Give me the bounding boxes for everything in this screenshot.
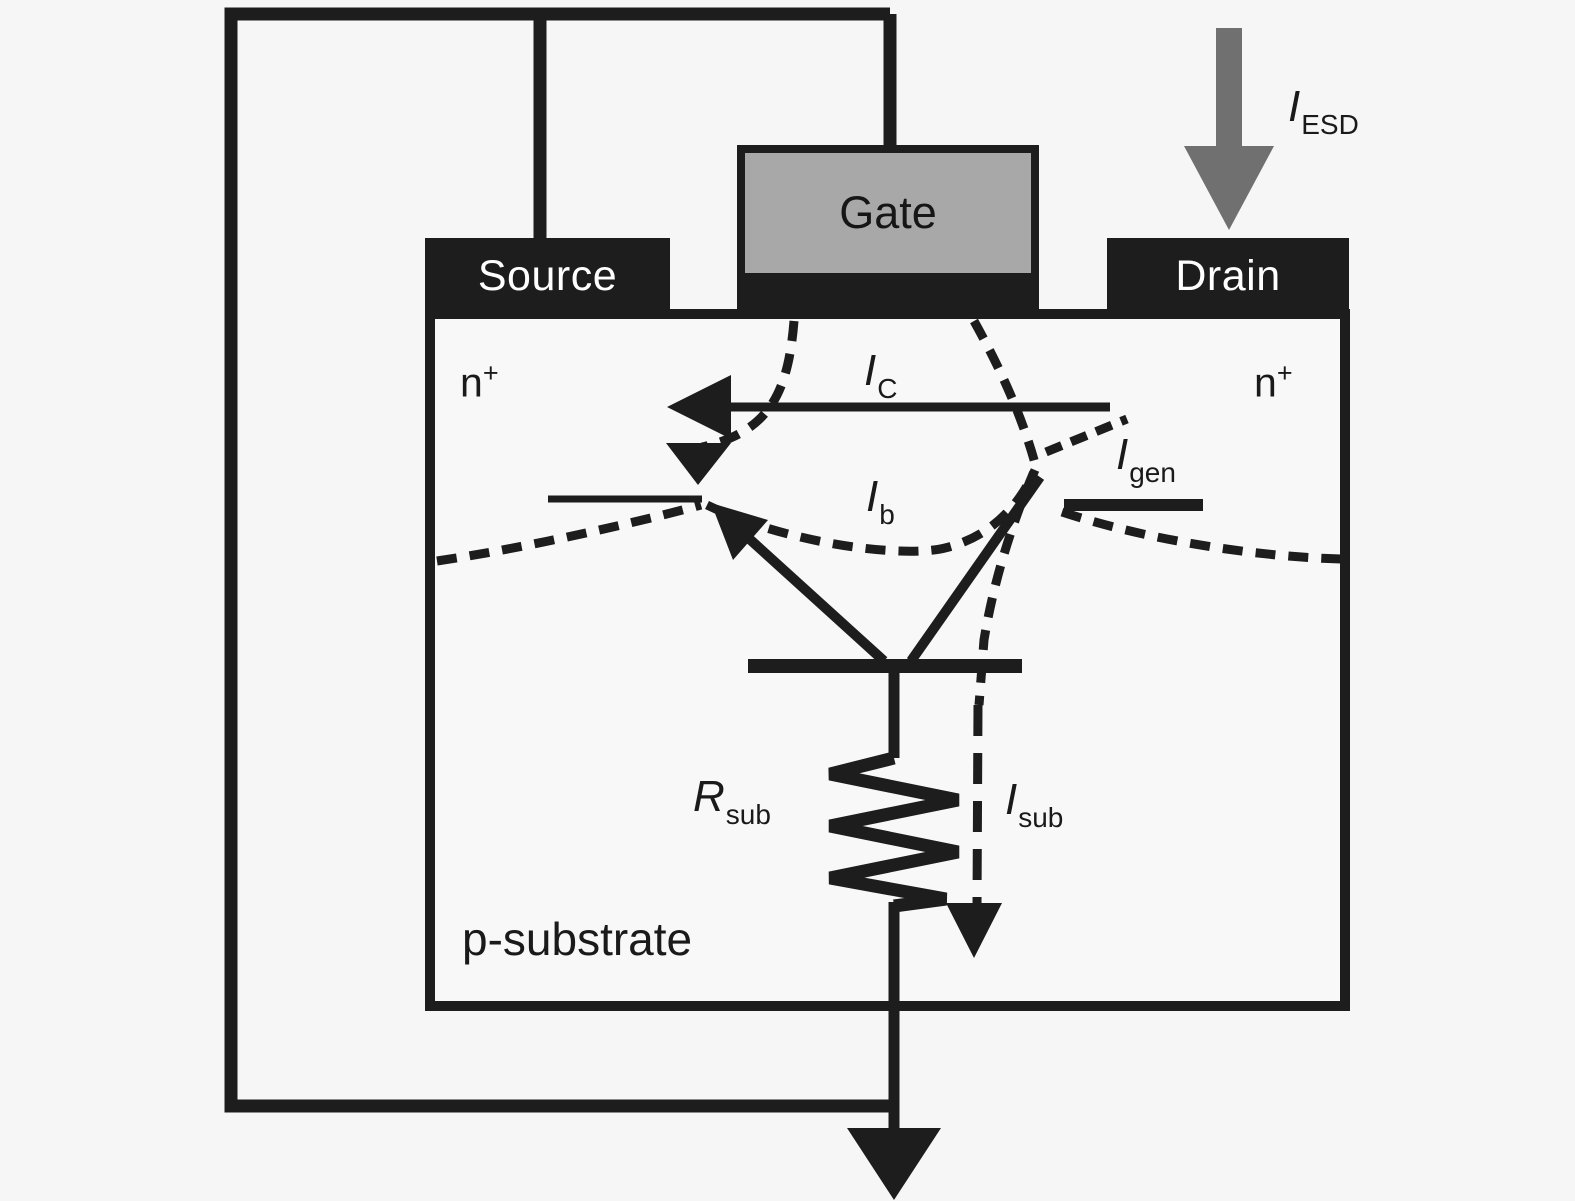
source-label: Source [477,251,618,300]
collector-current-arrow [667,375,1110,439]
bjt-emitter-arrowhead-icon [711,503,768,560]
drain-contact: Drain [1107,238,1349,314]
depletion-boundary-source [436,500,703,566]
gate-stack: Gate [737,145,1039,315]
substrate-resistor [828,751,960,913]
collector-current-label: IC [864,346,898,405]
collector-current-arrowhead-icon [667,375,731,439]
source-contact: Source [425,238,670,314]
substrate-current-arrowhead-icon [946,903,1002,958]
source-region-label: n+ [460,358,499,406]
generation-current-label: Igen [1116,430,1176,489]
source-junction-arrowhead-icon [666,443,731,485]
drain-label: Drain [1175,251,1281,300]
substrate-current-path-upper [970,318,1041,706]
gate-edge-depletion-left [701,320,799,452]
substrate-region-label: p-substrate [462,913,693,965]
generation-current-path [1044,414,1129,457]
bjt-collector-lead [906,474,1045,664]
base-current-path [705,468,1040,556]
esd-current-label: IESD [1288,82,1359,141]
gate-electrode: Gate [745,153,1031,273]
depletion-boundary-drain [1060,507,1342,564]
esd-current-arrow [1184,28,1274,230]
parasitic-bjt-symbol [548,474,1203,673]
base-current-label: Ib [866,472,895,531]
ground-arrowhead-icon [847,1128,941,1200]
substrate-current-path-lower [972,704,983,906]
gate-label: Gate [839,187,937,238]
esd-arrow-shaft [1216,28,1242,148]
ground-loop-wire [224,7,894,1113]
bjt-emitter-lead [740,530,888,665]
substrate-resistance-label: Rsub [693,772,771,831]
substrate-current-label: Isub [1005,775,1064,834]
esd-arrowhead-icon [1184,146,1274,230]
drain-region-label: n+ [1254,358,1293,406]
